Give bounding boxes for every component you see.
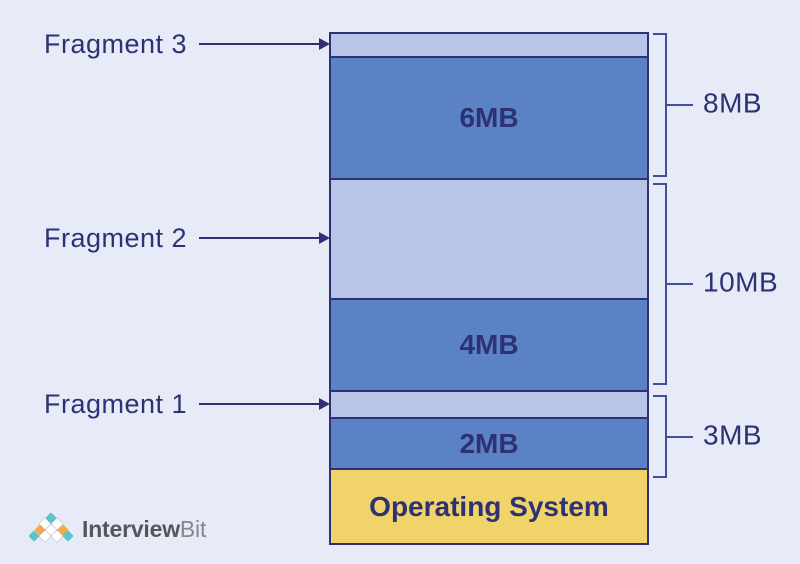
fragment-2-arrow-icon: [319, 232, 330, 244]
fragment-3: [331, 34, 647, 58]
size-8mb-tick-bottom: [653, 175, 666, 177]
block-6mb: 6MB: [331, 58, 647, 180]
size-3mb-bracket: 3MB: [653, 395, 800, 478]
fragment-1-arrow-line: [199, 403, 319, 405]
block-4mb: 4MB: [331, 300, 647, 392]
fragment-3-arrow-icon: [319, 38, 330, 50]
block-2mb-label: 2MB: [459, 427, 519, 459]
fragment-3-label-row: Fragment 3: [44, 26, 330, 62]
size-8mb-label: 8MB: [703, 87, 763, 119]
size-10mb-label: 10MB: [703, 266, 779, 298]
fragment-1: [331, 392, 647, 419]
block-6mb-label: 6MB: [459, 102, 519, 133]
size-8mb-tick-top: [653, 33, 666, 35]
size-10mb-tick-bottom: [653, 383, 666, 385]
interviewbit-pyramid-icon: [28, 510, 74, 548]
size-3mb-label: 3MB: [703, 419, 763, 451]
size-10mb-tick-top: [653, 183, 666, 185]
size-3mb-tick-mid: [666, 435, 693, 438]
size-10mb-bracket: 10MB: [653, 183, 800, 385]
memory-column: 6MB 4MB 2MB Operating System: [329, 32, 649, 545]
logo-text-secondary: Bit: [179, 515, 207, 542]
fragment-2-label: Fragment 2: [44, 222, 188, 253]
interviewbit-logo: InterviewBit: [28, 508, 206, 550]
fragment-2-label-row: Fragment 2: [44, 220, 330, 256]
size-8mb-bracket: 8MB: [653, 33, 800, 177]
fragment-1-label-row: Fragment 1: [44, 386, 330, 422]
size-3mb-tick-top: [653, 395, 666, 397]
fragment-2-arrow-line: [199, 237, 319, 239]
logo-text-primary: Interview: [82, 515, 180, 542]
fragment-2: [331, 180, 647, 300]
fragment-1-arrow-icon: [319, 398, 330, 410]
block-4mb-label: 4MB: [459, 329, 519, 360]
size-10mb-tick-mid: [666, 283, 693, 285]
size-8mb-tick-mid: [666, 104, 693, 106]
block-2mb: 2MB: [331, 419, 647, 470]
fragment-3-label: Fragment 3: [44, 28, 188, 59]
fragment-3-arrow-line: [199, 43, 319, 45]
os-block-label: Operating System: [369, 490, 609, 522]
logo-text: InterviewBit: [82, 516, 206, 543]
size-3mb-tick-bottom: [653, 476, 666, 478]
os-block: Operating System: [331, 470, 647, 543]
fragment-1-label: Fragment 1: [44, 388, 188, 419]
